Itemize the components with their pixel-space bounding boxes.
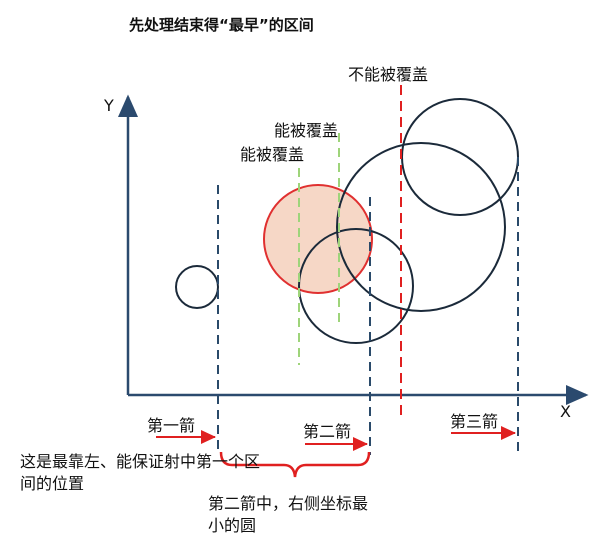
label-third-arrow: 第三箭 <box>450 412 499 431</box>
red-brace <box>219 451 371 478</box>
label-second-arrow: 第二箭 <box>303 422 352 441</box>
label-not-covered: 不能被覆盖 <box>348 65 429 84</box>
label-covered-1: 能被覆盖 <box>274 121 339 140</box>
diagram-title: 先处理结束得“最早”的区间 <box>129 16 314 34</box>
circle-small-left <box>175 265 219 309</box>
y-axis-label: Y <box>104 96 114 115</box>
circle-large <box>336 142 506 312</box>
circle-highlighted <box>263 184 373 294</box>
label-first-arrow: 第一箭 <box>147 416 196 435</box>
x-axis-label: X <box>560 402 571 421</box>
label-covered-2: 能被覆盖 <box>240 145 305 164</box>
circle-top-right <box>401 98 519 216</box>
circle-middle <box>298 228 414 344</box>
annotation-second-smallest: 第二箭中，右侧坐标最小的圆 <box>208 494 369 535</box>
annotation-first-position: 这是最靠左、能保证射中第一个区间的位置 <box>20 452 261 493</box>
